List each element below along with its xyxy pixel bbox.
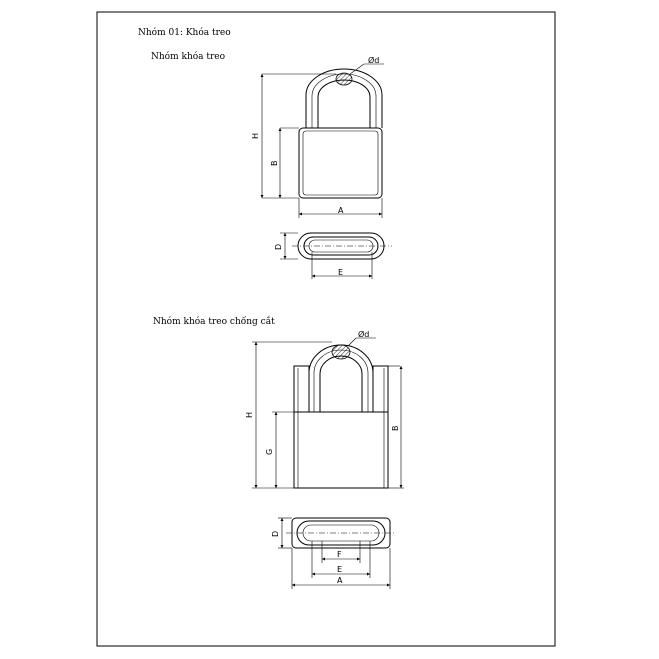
padlock-top-view [280, 232, 392, 279]
shackle-section-hatch [335, 72, 353, 86]
section-title-padlock: Nhóm khóa treo [151, 52, 226, 62]
label-d-top-2: D [271, 531, 280, 537]
label-a-1: A [338, 206, 344, 215]
shackle-inner [317, 79, 371, 128]
shackle-outer [305, 68, 383, 128]
section-title-cut-resistant-padlock: Nhóm khóa treo chống cắt [153, 317, 275, 327]
padlock-front-view [260, 63, 384, 218]
label-e-1: E [338, 268, 343, 277]
label-b-1: B [270, 161, 279, 167]
group-title: Nhóm 01: Khóa treo [138, 28, 231, 38]
label-d-2: Ød [358, 329, 369, 339]
label-d-top-1: D [274, 244, 283, 250]
label-h-1: H [251, 133, 260, 139]
cut-resistant-top-view [278, 517, 396, 589]
sheet-border [96, 11, 556, 647]
label-e-2: E [337, 565, 342, 574]
cut-resistant-front-view [252, 337, 404, 489]
label-f-2: F [337, 550, 342, 559]
label-d-1: Ød [368, 55, 379, 65]
label-b-2: B [391, 426, 400, 432]
label-a-2: A [337, 576, 343, 585]
label-h-2: H [245, 412, 254, 418]
label-g-2: G [265, 449, 274, 455]
lock-body [298, 127, 383, 199]
